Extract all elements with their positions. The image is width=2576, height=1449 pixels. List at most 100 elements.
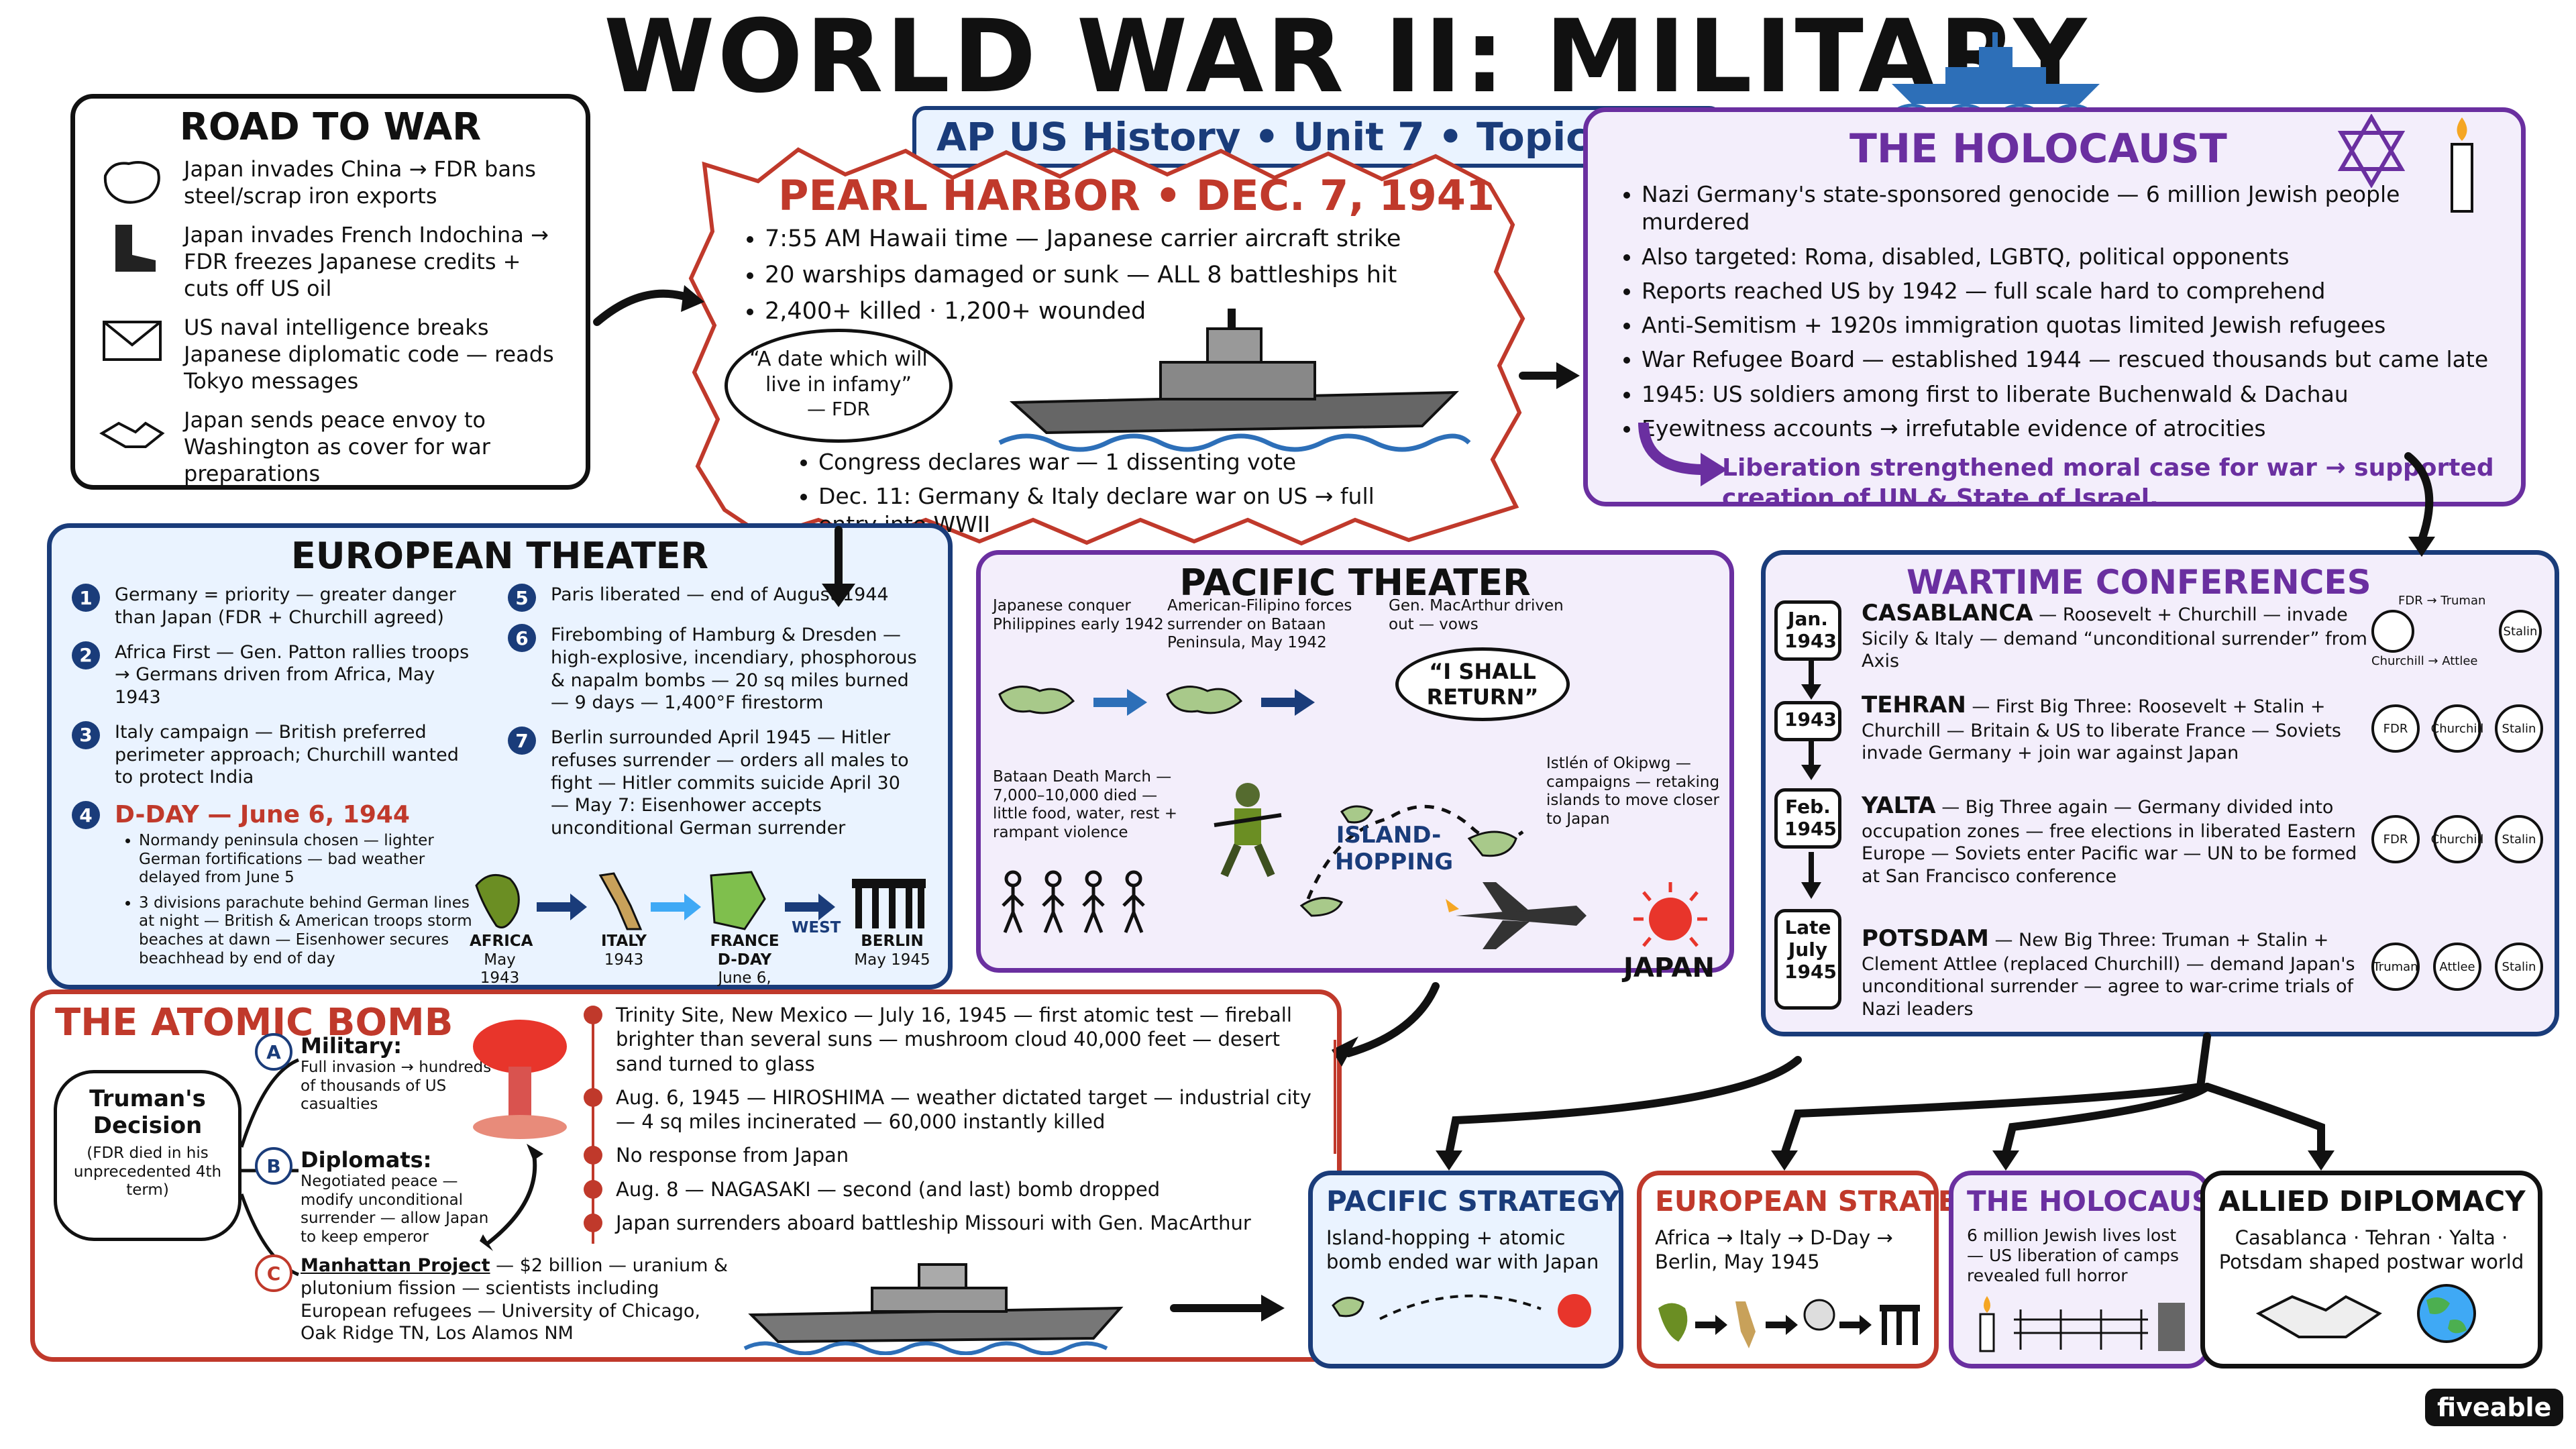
- fiveable-logo: fiveable: [2425, 1389, 2564, 1426]
- conferences-box: WARTIME CONFERENCES: [1761, 550, 2559, 1036]
- dday-bullets: Normandy peninsula chosen — lighter Germ…: [72, 832, 481, 968]
- pacific-step-philippines: Japanese conquer Philippines early 1942: [993, 597, 1164, 633]
- pacific-island-sequence: [993, 674, 1342, 728]
- candle-icon: [2442, 114, 2482, 217]
- pacific-theater-title: PACIFIC THEATER: [1179, 561, 1531, 604]
- italy-icon: [598, 872, 643, 930]
- leader-portrait-icon: Stalin: [2499, 610, 2542, 653]
- marching-prisoners-icon: [1000, 865, 1174, 942]
- candle-and-fence-icon: [1979, 1296, 2185, 1352]
- death-march-note: Bataan Death March — 7,000–10,000 died —…: [993, 768, 1177, 841]
- soldier-icon: [1208, 778, 1288, 881]
- summary-holocaust: THE HOLOCAUST 6 million Jewish lives los…: [1949, 1171, 2231, 1368]
- island-hopping-path: [1295, 771, 1670, 919]
- trumans-decision-box: Truman's Decision (FDR died in his unpre…: [54, 1070, 241, 1241]
- conference-potsdam: POTSDAM — New Big Three: Truman + Stalin…: [1862, 925, 2355, 1020]
- leader-portrait-icon: FDR: [2371, 815, 2420, 863]
- holocaust-bullets: Nazi Germany's state-sponsored genocide …: [1615, 180, 2494, 442]
- road-item: US naval intelligence breaks Japanese di…: [95, 314, 566, 394]
- pacific-step-bataan: American-Filipino forces surrender on Ba…: [1167, 597, 1352, 652]
- conference-yalta: YALTA — Big Three again — Germany divide…: [1862, 792, 2357, 887]
- european-theater-title: EUROPEAN THEATER: [290, 535, 709, 577]
- leader-portrait-icon: [2371, 610, 2414, 653]
- france-icon: [710, 871, 766, 930]
- leaders-tehran: FDR Churchill Stalin: [2371, 704, 2546, 765]
- conference-date-yalta: Feb. 1945: [1774, 788, 1841, 849]
- leaders-casablanca: FDR → Truman Stalin Churchill → Attlee: [2371, 594, 2546, 668]
- purple-curved-arrow: [1630, 416, 1731, 492]
- leader-portrait-icon: Stalin: [2495, 943, 2543, 991]
- leader-portrait-icon: Stalin: [2495, 704, 2543, 753]
- road-to-war-title: ROAD TO WAR: [179, 105, 482, 149]
- island-hopping-label: ISLAND-HOPPING: [1335, 822, 1454, 875]
- islands-note: Istlén of Okipwg — campaigns — retaking …: [1546, 755, 1720, 828]
- holocaust-box: THE HOLOCAUST Nazi Germany's state-spons…: [1583, 107, 2526, 512]
- battleship-icon: [1885, 27, 2106, 114]
- road-item: Japan sends peace envoy to Washington as…: [95, 407, 566, 487]
- bataan-islands: [1166, 686, 1243, 714]
- philippines-islands: [998, 686, 1075, 714]
- leaders-potsdam: Truman Attlee Stalin: [2371, 943, 2546, 1003]
- i-shall-return-bubble: “I SHALL RETURN”: [1395, 647, 1570, 721]
- envelope-icon: [95, 314, 169, 368]
- leader-portrait-icon: Stalin: [2495, 815, 2543, 863]
- conference-tehran: TEHRAN — First Big Three: Roosevelt + St…: [1862, 692, 2341, 764]
- leaders-yalta: FDR Churchill Stalin: [2371, 815, 2546, 875]
- conference-date-potsdam: Late July 1945: [1774, 909, 1841, 1010]
- rising-sun-icon: [1620, 879, 1721, 955]
- road-item: Japan invades China → FDR bans steel/scr…: [95, 156, 566, 209]
- europe-route-icon: [1658, 1299, 1920, 1348]
- summary-allied-diplomacy: ALLIED DIPLOMACY Casablanca · Tehran · Y…: [2200, 1171, 2542, 1368]
- page-title: WORLD WAR II: MILITARY: [604, 0, 2090, 115]
- island-to-sun-icon: [1332, 1293, 1591, 1328]
- china-map-icon: [95, 156, 169, 209]
- atomic-bomb-title: THE ATOMIC BOMB: [55, 1001, 453, 1044]
- africa-icon: [475, 873, 520, 928]
- pearl-harbor-title: PEARL HARBOR • DEC. 7, 1941: [778, 171, 1495, 220]
- road-item: Japan invades French Indochina → FDR fre…: [95, 221, 566, 302]
- leader-portrait-icon: Churchill: [2431, 815, 2483, 863]
- sinking-battleship-icon: [993, 309, 1476, 456]
- pearl-harbor-aftermath: Congress declares war — 1 dissenting vot…: [792, 448, 1422, 545]
- brandenburg-gate-icon: [852, 879, 926, 928]
- conference-timeline-arrows: [1801, 661, 1821, 899]
- conference-date-casablanca: Jan. 1943: [1774, 600, 1841, 661]
- star-of-david-icon: [2334, 113, 2408, 191]
- route-west-label: WEST: [792, 919, 841, 936]
- boot-icon: [95, 221, 169, 275]
- summary-pacific-strategy: PACIFIC STRATEGY Island-hopping + atomic…: [1308, 1171, 1623, 1368]
- atomic-bomb-box: THE ATOMIC BOMB: [30, 989, 1342, 1362]
- road-to-war-box: ROAD TO WAR Japan invades China → FDR ba…: [70, 94, 590, 490]
- summary-european-strategy: EUROPEAN STRATEGY Africa → Italy → D-Day…: [1637, 1171, 2000, 1368]
- fdr-quote-bubble: “A date which will live in infamy” — FDR: [724, 329, 953, 443]
- conference-date-tehran: 1943: [1774, 701, 1841, 741]
- atomic-timeline: Trinity Site, New Mexico — July 16, 1945…: [584, 1003, 1328, 1244]
- leader-portrait-icon: Churchill: [2431, 704, 2483, 753]
- pearl-harbor-bullets: 7:55 AM Hawaii time — Japanese carrier a…: [738, 225, 1462, 333]
- handshake-and-globe-icon: [2255, 1283, 2476, 1343]
- japan-label: JAPAN: [1623, 953, 1715, 983]
- double-arrow: [480, 1144, 543, 1251]
- conference-casablanca: CASABLANCA — Roosevelt + Churchill — inv…: [1862, 600, 2367, 672]
- mushroom-cloud-icon: [463, 1013, 577, 1143]
- leader-portrait-icon: FDR: [2371, 704, 2420, 753]
- holocaust-conclusion: Liberation strengthened moral case for w…: [1722, 454, 2494, 512]
- holocaust-title: THE HOLOCAUST: [1849, 125, 2227, 172]
- leader-portrait-icon: Truman: [2371, 943, 2420, 991]
